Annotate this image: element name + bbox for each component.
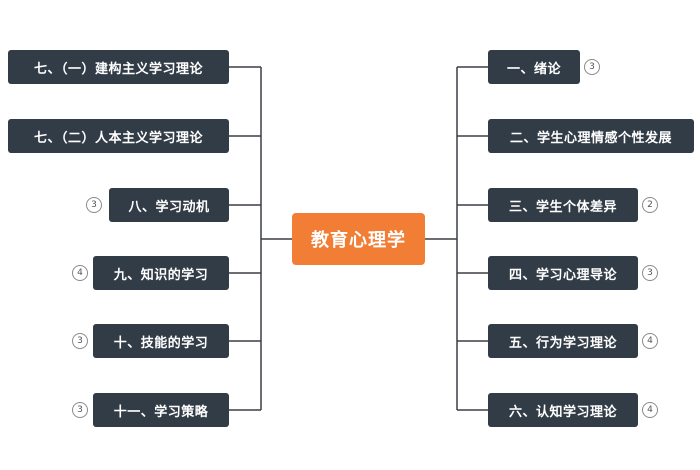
count-badge: 3 [584, 59, 600, 75]
node-skill-learning[interactable]: 十、技能的学习 [93, 324, 229, 358]
count-badge: 3 [72, 333, 88, 349]
count-badge: 3 [86, 197, 102, 213]
count-badge: 4 [642, 402, 658, 418]
count-badge: 4 [642, 333, 658, 349]
node-humanism[interactable]: 七、（二）人本主义学习理论 [8, 119, 229, 153]
count-badge: 3 [642, 265, 658, 281]
count-badge: 2 [642, 197, 658, 213]
node-learning-motivation[interactable]: 八、学习动机 [109, 188, 229, 222]
node-cognitive-learning[interactable]: 六、认知学习理论 [488, 393, 638, 427]
central-topic[interactable]: 教育心理学 [292, 213, 425, 265]
node-knowledge-learning[interactable]: 九、知识的学习 [93, 256, 229, 290]
count-badge: 4 [72, 265, 88, 281]
count-badge: 3 [72, 402, 88, 418]
node-student-development[interactable]: 二、学生心理情感个性发展 [488, 119, 694, 153]
node-behavioral-learning[interactable]: 五、行为学习理论 [488, 324, 638, 358]
node-learning-strategy[interactable]: 十一、学习策略 [93, 393, 229, 427]
node-constructivism[interactable]: 七、（一）建构主义学习理论 [8, 50, 229, 84]
node-learning-psychology-intro[interactable]: 四、学习心理导论 [488, 256, 638, 290]
node-individual-differences[interactable]: 三、学生个体差异 [488, 188, 638, 222]
node-introduction[interactable]: 一、绪论 [488, 50, 580, 84]
